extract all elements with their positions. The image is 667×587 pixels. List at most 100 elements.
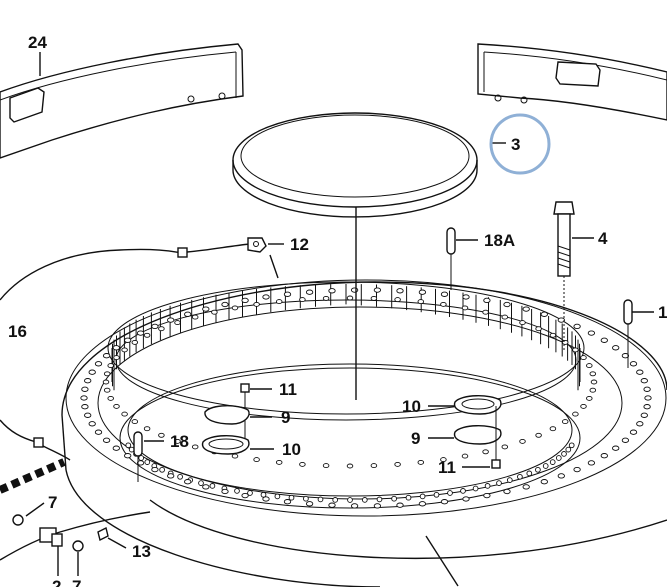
inner-bolt-hole: [131, 339, 139, 345]
inner-bolt-hole: [211, 309, 218, 315]
callout-12: 12: [290, 235, 309, 254]
inner-bolt-hole: [482, 309, 489, 315]
outer-bolt-hole: [88, 421, 96, 427]
cover-segment-left: [0, 43, 244, 159]
pin-part-18: [133, 431, 143, 482]
inner-bolt-hole: [589, 371, 597, 377]
gear-tooth: [198, 480, 204, 486]
callout-16: 16: [8, 322, 27, 341]
inner-bolt-hole: [346, 295, 354, 301]
outer-bolt-hole: [88, 369, 96, 375]
outer-bolt-hole: [136, 330, 145, 336]
inner-bolt-hole: [103, 371, 111, 377]
inner-bolt-hole: [121, 347, 128, 353]
outer-bolt-hole: [84, 378, 92, 384]
gear-tooth: [247, 490, 253, 496]
callout-7-lower: 7: [72, 577, 81, 587]
outer-bolt-hole: [84, 412, 92, 418]
inner-bolt-hole: [590, 379, 598, 385]
inner-bolt-hole: [107, 395, 114, 401]
callout-9-right: 9: [411, 429, 420, 448]
outer-bolt-hole: [102, 353, 111, 359]
outer-bolt-hole: [221, 301, 229, 308]
outer-bolt-hole: [202, 306, 210, 312]
inner-bolt-hole: [191, 314, 199, 320]
outer-bolt-hole: [94, 361, 103, 367]
gear-tooth: [526, 470, 533, 477]
outer-bolt-hole: [483, 297, 491, 304]
inner-bolt-hole: [143, 426, 151, 432]
outer-bolt-hole: [167, 317, 175, 323]
outer-bolt-hole: [283, 499, 292, 505]
outer-bolt-hole: [94, 429, 103, 435]
gear-tooth: [405, 494, 412, 501]
gear-tooth: [177, 473, 183, 480]
bolt-holes: [80, 287, 652, 509]
callout-9-left: 9: [281, 408, 290, 427]
outer-bolt-hole: [557, 473, 565, 479]
outer-bolt-hole: [612, 445, 620, 451]
outer-bolt-hole: [462, 496, 470, 502]
inner-bolt-hole: [121, 411, 128, 417]
callout-3: 3: [511, 135, 520, 154]
callout-7-upper: 7: [48, 493, 57, 512]
inner-bolt-hole: [580, 403, 587, 409]
inner-bolt-hole: [322, 463, 330, 469]
outer-bolt-hole: [350, 503, 359, 509]
inner-bolt-hole: [143, 332, 151, 338]
inner-bolt-hole: [253, 301, 260, 307]
outer-bolt-hole: [462, 294, 470, 300]
outer-bolt-hole: [629, 361, 638, 367]
gear-tooth: [460, 488, 466, 494]
inner-bolt-hole: [102, 379, 110, 385]
inner-bolt-hole: [549, 332, 557, 338]
outer-bolt-hole: [167, 473, 175, 479]
gear-tooth: [419, 493, 426, 500]
lube-line: [0, 237, 279, 461]
gear-tooth: [234, 488, 240, 494]
inner-bolt-hole: [586, 395, 593, 401]
callout-labels: 24 3 12 18A 4 1 16 11 9 10 18 10 9 11 7 …: [8, 33, 667, 587]
inner-bolt-hole: [572, 347, 579, 353]
outer-bolt-hole: [636, 421, 644, 427]
outer-bolt-hole: [241, 492, 249, 499]
inner-bolt-hole: [113, 403, 120, 409]
callout-1: 1: [658, 303, 667, 322]
outer-bolt-hole: [600, 453, 608, 459]
highlight-circle: [489, 113, 551, 175]
outer-bolt-hole: [540, 311, 548, 317]
outer-bolt-hole: [396, 288, 404, 294]
bolt-part-4: [553, 201, 575, 352]
inner-bolt-hole: [158, 326, 165, 332]
callout-10-left: 10: [282, 440, 301, 459]
pin-part-1: [623, 299, 633, 368]
parts-group-left: [201, 383, 250, 455]
gear-tooth: [391, 495, 397, 502]
inner-bolt-hole: [299, 461, 306, 467]
outer-bolt-hole: [328, 288, 336, 294]
outer-bolt-hole: [636, 369, 644, 375]
outer-bolt-hole: [136, 460, 145, 466]
gear-tooth: [144, 459, 151, 465]
outer-bolt-hole: [483, 492, 491, 499]
outer-bolt-hole: [573, 323, 581, 330]
inner-bolt-hole: [394, 461, 401, 467]
inner-bolt-hole: [174, 320, 181, 326]
outer-bolt-hole: [522, 306, 530, 312]
outer-bolt-hole: [396, 502, 404, 508]
inner-bolt-hole: [549, 426, 557, 432]
callout-11-right: 11: [438, 458, 456, 477]
outer-bolt-hole: [262, 294, 270, 300]
gear-tooth: [517, 473, 523, 480]
outer-bolt-hole: [241, 297, 249, 304]
callout-24: 24: [28, 33, 47, 52]
gear-tooth: [496, 480, 502, 486]
outer-bolt-hole: [503, 488, 511, 495]
inner-bolt-hole: [417, 459, 425, 465]
outer-bolt-hole: [418, 501, 427, 507]
callout-4: 4: [598, 229, 608, 248]
gear-tooth: [535, 466, 541, 473]
callout-18a: 18A: [484, 231, 515, 250]
gear-tooth: [484, 483, 491, 489]
